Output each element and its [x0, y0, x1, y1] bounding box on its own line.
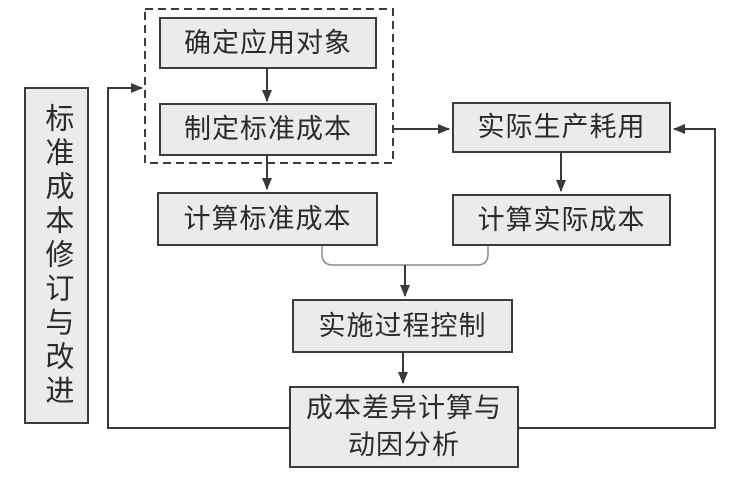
node-calculate-standard-cost: 计算标准成本	[157, 192, 378, 246]
node-variance-analysis: 成本差异计算与 动因分析	[289, 386, 519, 468]
standard-cost-group-dashed-border	[144, 8, 394, 164]
node-set-standard-cost: 制定标准成本	[159, 103, 377, 156]
feedback-line-left	[107, 83, 290, 429]
merge-bracket-connector	[321, 246, 489, 266]
node-process-control: 实施过程控制	[292, 299, 513, 353]
node-determine-application-object: 确定应用对象	[159, 17, 377, 69]
node-standard-cost-revision: 标准成本修订与改进	[24, 87, 89, 424]
variance-label-line2: 动因分析	[348, 430, 460, 460]
feedback-line-right	[518, 124, 716, 429]
variance-label-line1: 成本差异计算与	[306, 393, 502, 423]
node-actual-production-consumption: 实际生产耗用	[452, 102, 671, 153]
node-calculate-actual-cost: 计算实际成本	[452, 194, 671, 246]
